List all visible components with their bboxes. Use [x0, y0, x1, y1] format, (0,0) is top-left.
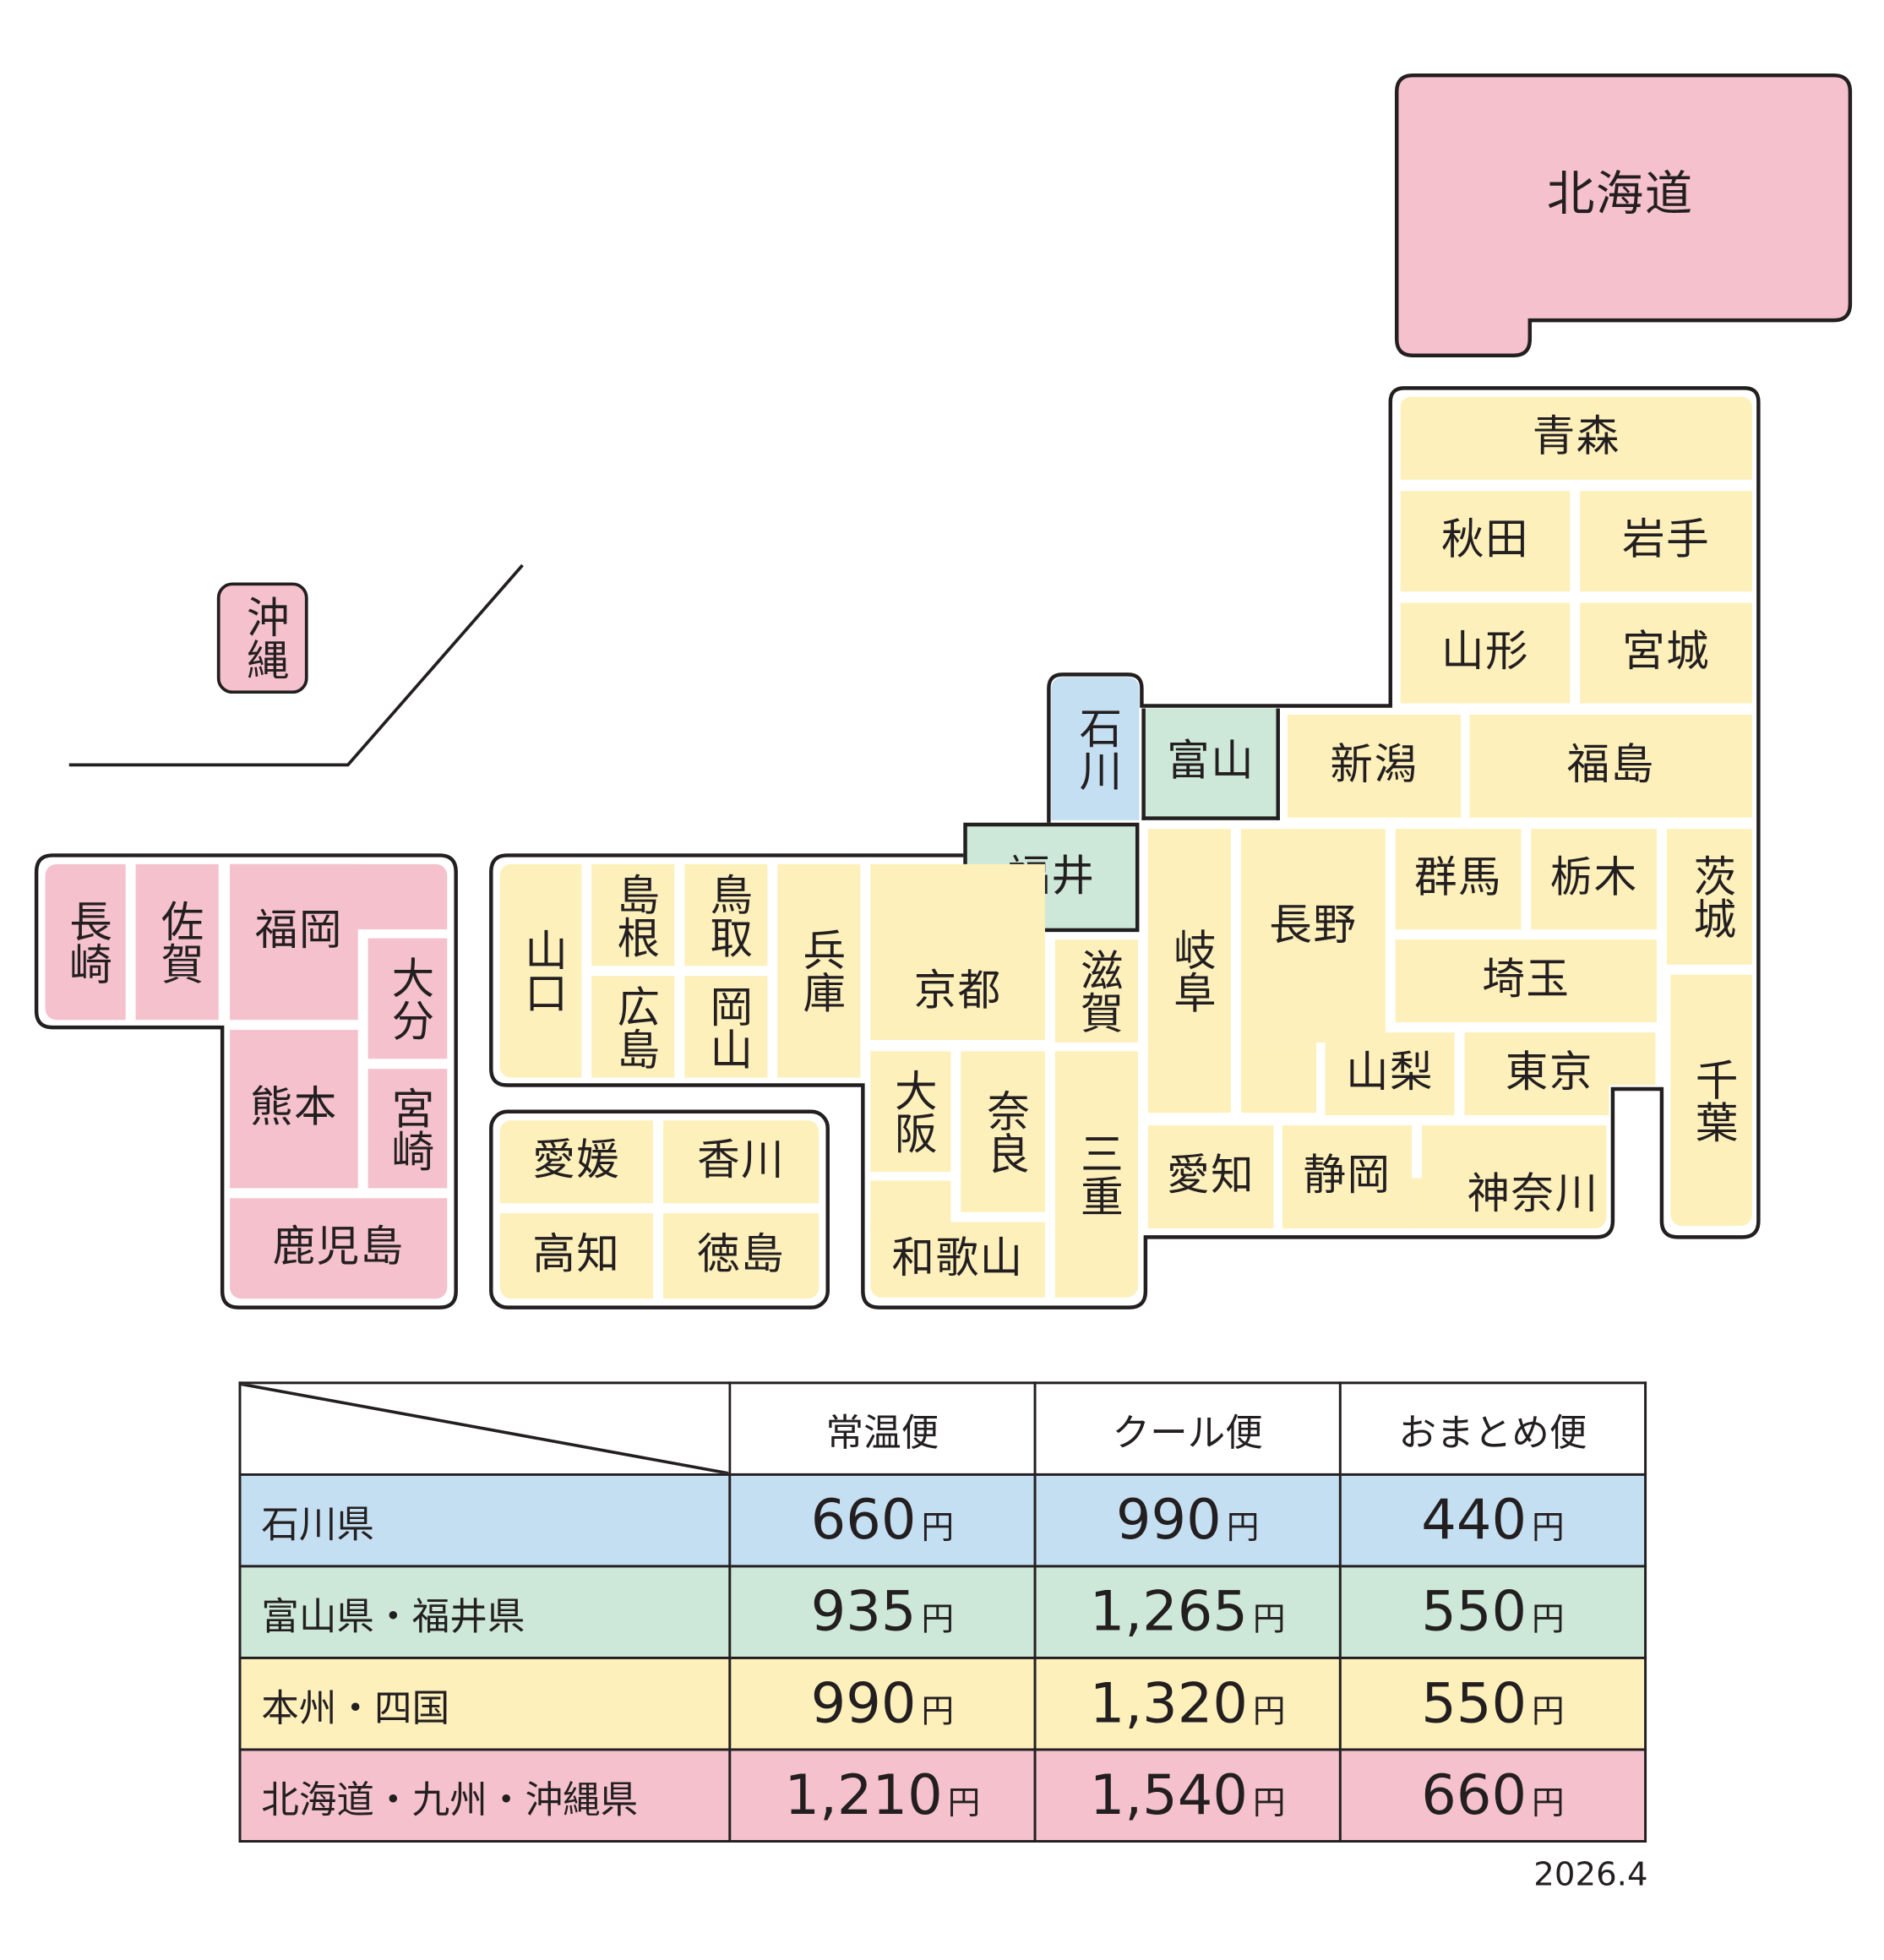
region-label: 北海道・九州・沖縄県 [238, 1748, 732, 1843]
prefecture-kumamoto: 熊本 [230, 1030, 358, 1189]
prefecture-osaka: 大阪 [870, 1051, 951, 1173]
prefecture-shimane: 島根 [591, 863, 675, 966]
prefecture-aomori: 青森 [1400, 396, 1752, 480]
prefecture-okayama: 岡山 [684, 976, 768, 1078]
prefecture-toyama: 富山 [1141, 708, 1280, 820]
prefecture-oita: 大分 [368, 938, 448, 1059]
prefecture-tokushima: 徳島 [662, 1213, 819, 1299]
prefecture-shiga: 滋賀 [1054, 939, 1138, 1043]
prefecture-aichi: 愛知 [1147, 1125, 1274, 1228]
prefecture-shizuoka: 静岡 [1282, 1125, 1413, 1228]
prefecture-mie: 三重 [1054, 1051, 1138, 1298]
prefecture-nara: 奈良 [961, 1051, 1045, 1212]
revision-date: 2026.4 [1533, 1856, 1648, 1894]
region-label: 富山県・福井県 [238, 1565, 732, 1659]
prefecture-nagasaki: 長崎 [45, 863, 126, 1021]
prefecture-yamaguchi: 山口 [499, 863, 582, 1078]
prefecture-ehime: 愛媛 [499, 1120, 654, 1204]
prefecture-chiba: 千葉 [1670, 974, 1752, 1227]
prefecture-yamanashi: 山梨 [1325, 1032, 1455, 1116]
region-label: 石川県 [238, 1473, 732, 1568]
prefecture-saitama: 埼玉 [1395, 939, 1657, 1023]
prefecture-kochi: 高知 [499, 1213, 654, 1299]
prefecture-miyagi: 宮城 [1580, 602, 1752, 704]
prefecture-fukushima: 福島 [1469, 714, 1752, 818]
region-label: 本州・四国 [238, 1656, 732, 1751]
prefecture-yamagata: 山形 [1400, 602, 1571, 704]
prefecture-ishikawa: 石川 [1051, 677, 1140, 820]
prefecture-gifu: 岐阜 [1147, 829, 1231, 1113]
nagano-lower [1240, 1042, 1317, 1113]
prefecture-kyoto: 京都 [870, 863, 1045, 1040]
prefecture-tokyo: 東京 [1464, 1032, 1609, 1116]
prefecture-hyogo: 兵庫 [777, 863, 861, 1078]
prefecture-kanagawa: 神奈川 [1421, 1125, 1607, 1228]
prefecture-wakayama: 和歌山 [870, 1222, 1045, 1298]
prefecture-akita: 秋田 [1400, 491, 1571, 592]
prefecture-niigata: 新潟 [1287, 714, 1462, 818]
prefecture-hokkaido: 北海道 [1546, 166, 1694, 221]
prefecture-iwate: 岩手 [1580, 491, 1752, 592]
prefecture-fukuoka: 福岡 [230, 863, 358, 1021]
prefecture-gunma: 群馬 [1395, 829, 1522, 930]
prefecture-ibaraki: 茨城 [1666, 829, 1752, 965]
header-bundle: おまとめ便 [1338, 1381, 1647, 1476]
prefecture-miyazaki: 宮崎 [368, 1069, 448, 1189]
wakayama-upper [870, 1180, 951, 1231]
prefecture-saga: 佐賀 [135, 863, 219, 1021]
header-regular: 常温便 [728, 1381, 1037, 1476]
header-cool: クール便 [1033, 1381, 1342, 1476]
prefecture-tottori: 鳥取 [684, 863, 768, 966]
prefecture-okinawa: 沖縄 [238, 595, 289, 681]
prefecture-nagano: 長野 [1240, 829, 1386, 1043]
prefecture-kagoshima: 鹿児島 [230, 1198, 448, 1299]
prefecture-tochigi: 栃木 [1531, 829, 1657, 930]
prefecture-kagawa: 香川 [662, 1120, 819, 1204]
prefecture-hiroshima: 広島 [591, 976, 675, 1078]
table-corner-cell [238, 1381, 732, 1476]
table-header-row: 常温便 クール便 おまとめ便 [238, 1381, 1647, 1476]
